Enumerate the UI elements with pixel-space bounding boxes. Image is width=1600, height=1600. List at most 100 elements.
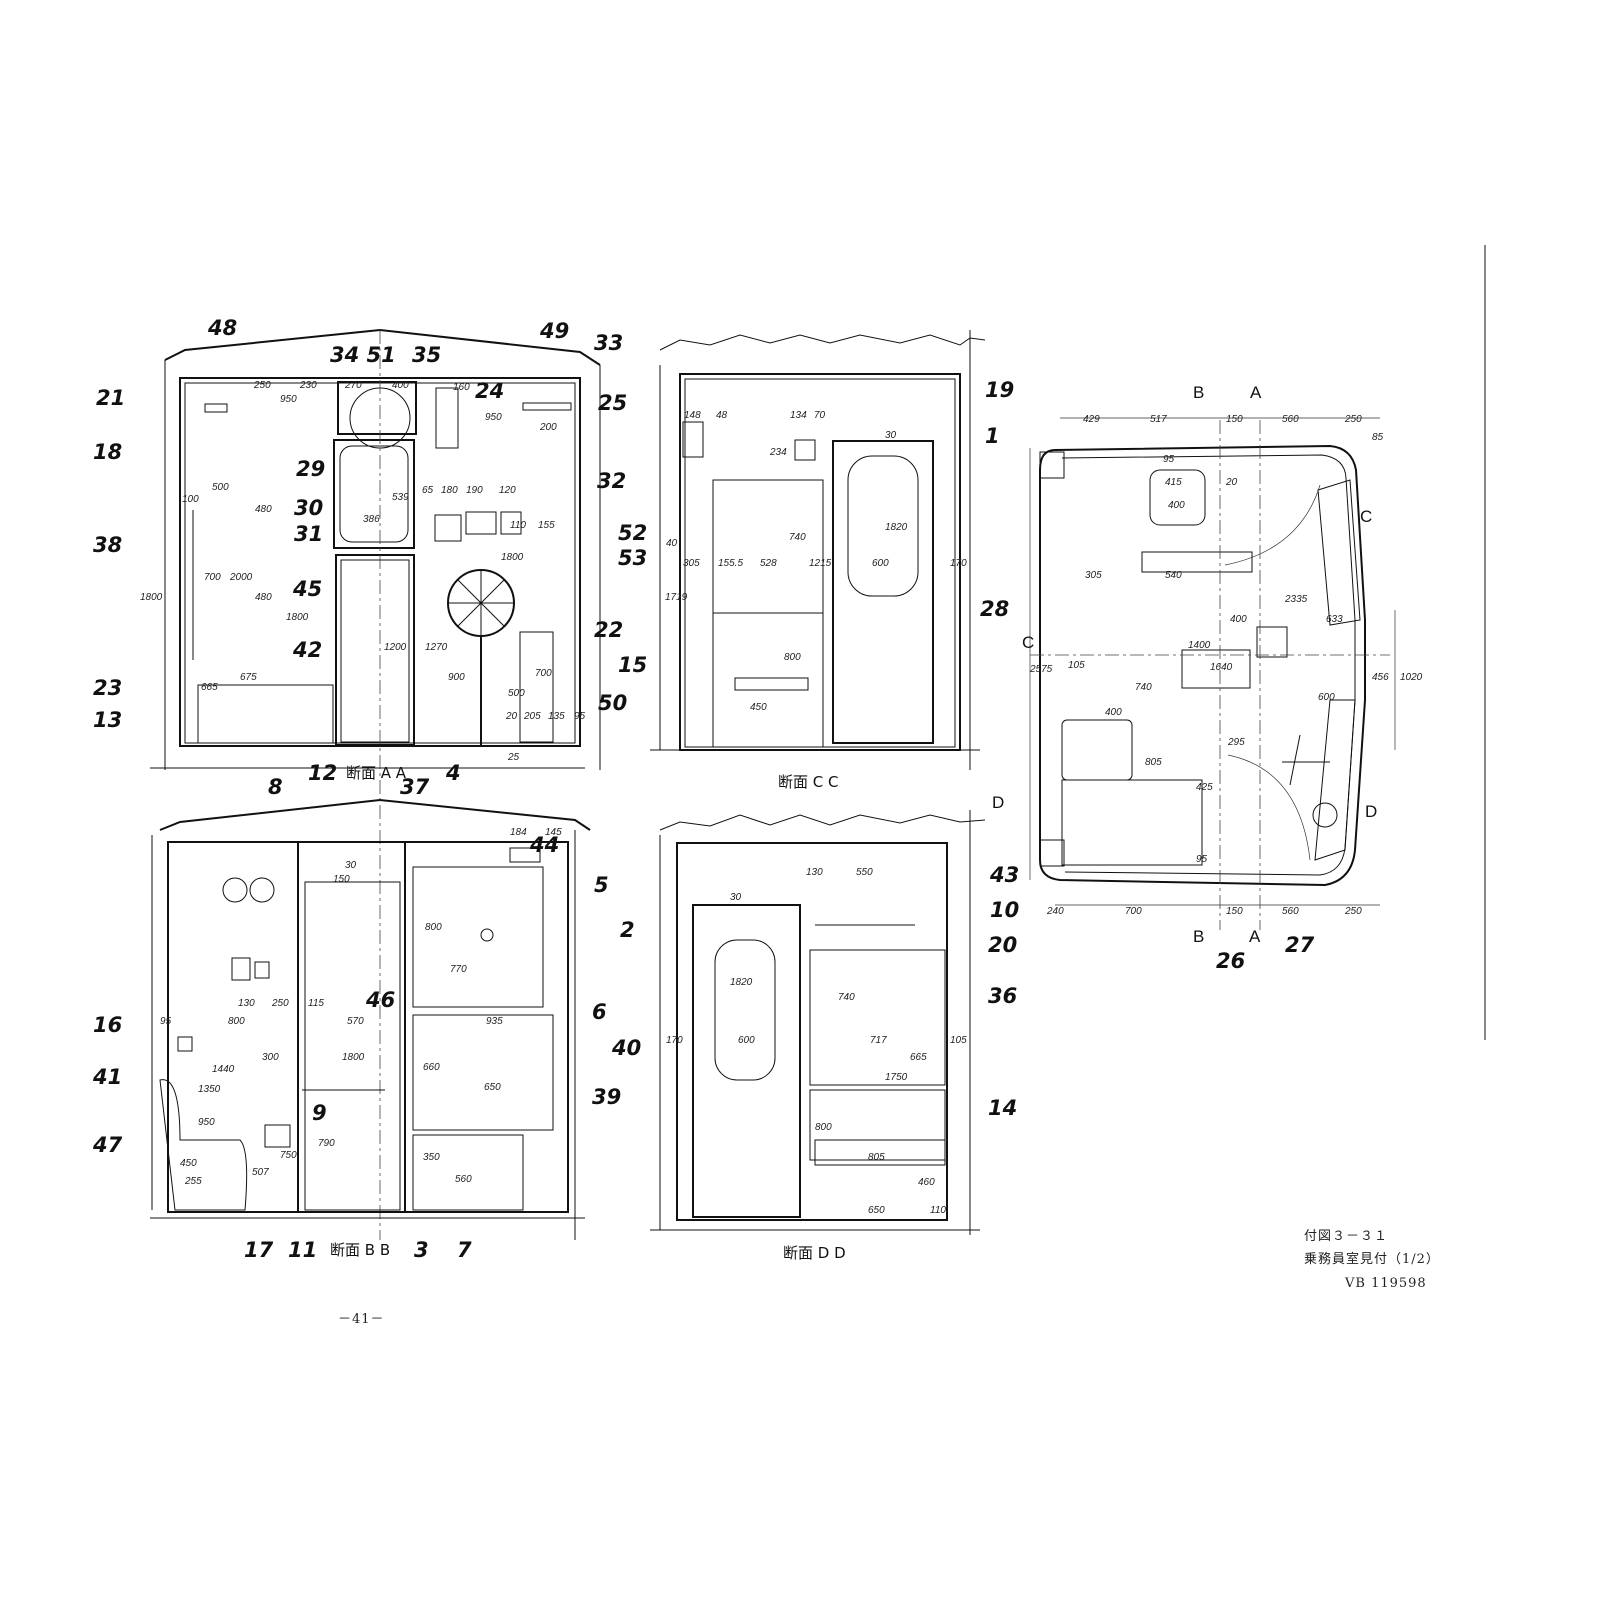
dim: 528 — [760, 558, 777, 569]
callout-46: 46 — [365, 988, 395, 1012]
callout-24: 24 — [475, 379, 504, 403]
dim: 170 — [666, 1035, 683, 1046]
dim: 560 — [1282, 414, 1299, 425]
callout-1: 1 — [985, 424, 1000, 448]
dim: 95 — [1196, 854, 1208, 865]
callout-27: 27 — [1285, 933, 1315, 957]
callout-39: 39 — [592, 1085, 621, 1109]
callout-49: 49 — [539, 319, 569, 343]
dim: 429 — [1083, 414, 1100, 425]
dimensions-bb: 184 145 150 30 800 770 130 250 115 800 5… — [160, 827, 562, 1187]
dim: 560 — [455, 1174, 472, 1185]
dim: 155.5 — [718, 558, 743, 569]
dim: 1800 — [501, 552, 524, 563]
callout-37: 37 — [400, 775, 430, 799]
dim: 1350 — [198, 1084, 221, 1095]
callout-17: 17 — [244, 1238, 274, 1262]
callout-23: 23 — [93, 676, 122, 700]
dim: 700 — [1125, 906, 1142, 917]
dim: 205 — [523, 711, 541, 722]
dim: 570 — [347, 1016, 364, 1027]
dim: 255 — [184, 1176, 202, 1187]
callout-3: 3 — [414, 1238, 429, 1262]
dim: 450 — [750, 702, 767, 713]
page-number: －41－ — [338, 1312, 385, 1327]
dim: 300 — [262, 1052, 279, 1063]
dim: 150 — [1226, 906, 1243, 917]
dim: 1820 — [730, 977, 753, 988]
dim: 1440 — [212, 1064, 235, 1075]
dim: 900 — [448, 672, 465, 683]
section-dd — [650, 810, 986, 1235]
dim: 200 — [539, 422, 557, 433]
callout-43: 43 — [989, 863, 1019, 887]
dim: 145 — [545, 827, 562, 838]
dim: 30 — [730, 892, 742, 903]
dim: 350 — [423, 1152, 440, 1163]
dim: 950 — [280, 394, 297, 405]
dim: 234 — [769, 447, 787, 458]
callout-36: 36 — [988, 984, 1017, 1008]
callout-26: 26 — [1216, 949, 1245, 973]
dim: 115 — [308, 998, 324, 1009]
dim: 550 — [856, 867, 873, 878]
section-marker-c-left: C — [1022, 633, 1034, 652]
dim: 150 — [333, 874, 350, 885]
section-marker-a-bottom: A — [1249, 927, 1261, 946]
dim: 270 — [344, 380, 362, 391]
callout-34-51: 34 51 — [330, 343, 396, 367]
dim: 1800 — [140, 592, 163, 603]
callout-45: 45 — [292, 577, 322, 601]
dim: 800 — [815, 1122, 832, 1133]
callout-42: 42 — [292, 638, 322, 662]
callout-19: 19 — [985, 378, 1014, 402]
dim: 105 — [950, 1035, 967, 1046]
callout-2: 2 — [620, 918, 635, 942]
dim: 65 — [422, 485, 434, 496]
dim: 110 — [510, 520, 526, 531]
dim: 1750 — [885, 1072, 908, 1083]
callout-5: 5 — [594, 873, 609, 897]
dim: 1800 — [342, 1052, 365, 1063]
dim: 600 — [738, 1035, 755, 1046]
dim: 935 — [486, 1016, 503, 1027]
section-marker-a-top: A — [1250, 383, 1262, 402]
dim: 250 — [1344, 414, 1362, 425]
dim: 950 — [485, 412, 502, 423]
callout-48: 48 — [207, 316, 237, 340]
section-marker-d-left: D — [992, 793, 1004, 812]
dim: 539 — [392, 492, 409, 503]
dim: 190 — [466, 485, 483, 496]
dim: 95 — [1163, 454, 1175, 465]
dim: 650 — [484, 1082, 501, 1093]
dim: 184 — [510, 827, 527, 838]
section-marker-d-right: D — [1365, 802, 1377, 821]
dim: 170 — [950, 558, 967, 569]
dim: 650 — [868, 1205, 885, 1216]
dim: 665 — [910, 1052, 927, 1063]
section-dd-title: 断面 D D — [783, 1244, 846, 1262]
callout-8: 8 — [268, 775, 283, 799]
callout-38: 38 — [93, 533, 122, 557]
dim: 450 — [180, 1158, 197, 1169]
callout-21: 21 — [96, 386, 125, 410]
dim: 240 — [1046, 906, 1064, 917]
dim: 665 — [201, 682, 218, 693]
callout-32: 32 — [597, 469, 626, 493]
dim: 150 — [1226, 414, 1243, 425]
dim: 95 — [574, 711, 586, 722]
dim: 130 — [806, 867, 823, 878]
dim: 717 — [870, 1035, 887, 1046]
section-aa — [150, 328, 601, 1240]
figure-caption: 付図３－３１ 乗務員室見付（1/2） VB 119598 — [1304, 1229, 1439, 1291]
dim: 180 — [441, 485, 458, 496]
dim: 95 — [160, 1016, 172, 1027]
callout-15: 15 — [618, 653, 647, 677]
callouts-dd: 43 10 2 20 36 40 14 断面 D D — [611, 863, 1019, 1262]
dim: 2000 — [229, 572, 253, 583]
dim: 500 — [508, 688, 525, 699]
dim: 460 — [918, 1177, 935, 1188]
dim: 70 — [814, 410, 826, 421]
dim: 134 — [790, 410, 807, 421]
callout-13: 13 — [93, 708, 122, 732]
